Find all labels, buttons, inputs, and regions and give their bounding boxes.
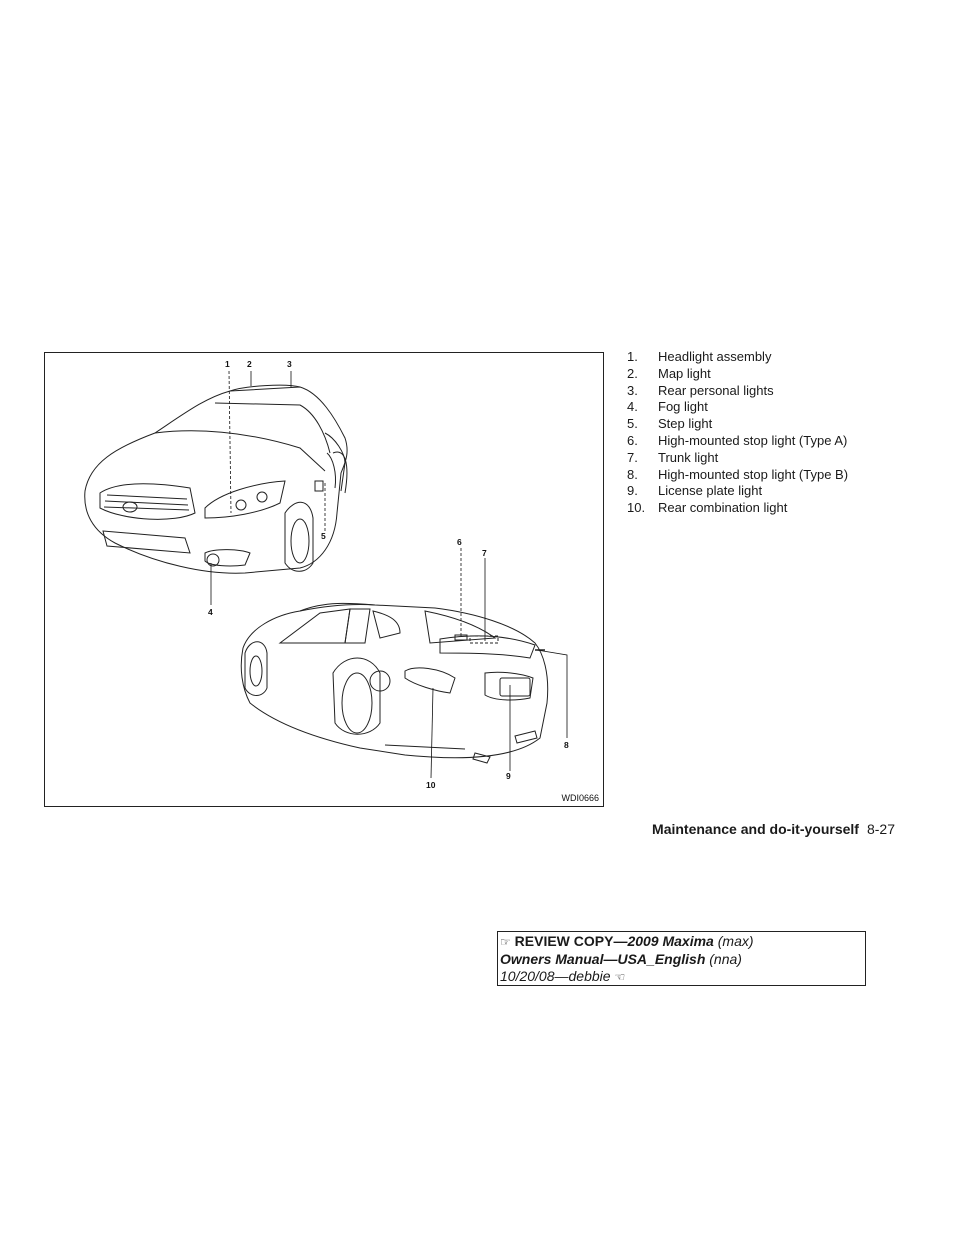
callout-8: 8 <box>564 740 569 750</box>
legend-number: 4. <box>627 399 638 415</box>
callout-5: 5 <box>321 531 326 541</box>
legend-number: 10. <box>627 500 646 516</box>
legend-number: 7. <box>627 449 638 465</box>
legend-label: Rear combination light <box>658 500 788 516</box>
page-number: 8-27 <box>866 821 895 837</box>
callout-4: 4 <box>208 607 213 617</box>
rear-car-drawing <box>240 602 549 764</box>
review-date-user: 10/20/08—debbie <box>500 968 611 984</box>
legend-label: Map light <box>658 365 711 381</box>
callout-10: 10 <box>426 780 436 790</box>
callout-2: 2 <box>247 359 252 369</box>
review-model: 2009 Maxima <box>627 933 714 949</box>
legend-label: Step light <box>658 416 713 432</box>
legend-number: 1. <box>627 349 638 364</box>
pointing-hand-right-icon: ☞ <box>500 935 511 949</box>
legend-number: 8. <box>627 466 638 482</box>
legend-item: 4. Fog light <box>627 399 927 416</box>
legend-item: 2. Map light <box>627 366 927 383</box>
legend-label: High-mounted stop light (Type A) <box>658 432 848 448</box>
page-footer: Maintenance and do-it-yourself 8-27 <box>560 821 895 837</box>
legend-number: 3. <box>627 382 638 398</box>
legend-item: 1. Headlight assembly <box>627 349 927 366</box>
lights-legend: 1. Headlight assembly 2. Map light 3. Rear … <box>627 349 927 517</box>
legend-item: 9. License plate light <box>627 483 927 500</box>
front-car-drawing <box>84 384 348 574</box>
figure-code: WDI0666 <box>561 793 599 803</box>
review-copy-stamp: ☞ REVIEW COPY—2009 Maxima (max) Owners M… <box>497 931 866 986</box>
callout-7: 7 <box>482 548 487 558</box>
legend-number: 9. <box>627 483 638 499</box>
review-line-1: ☞ REVIEW COPY—2009 Maxima (max) <box>500 933 863 951</box>
legend-item: 3. Rear personal lights <box>627 383 927 400</box>
callout-numbers: 1 2 3 4 5 6 7 8 9 10 <box>208 359 569 790</box>
review-line-2: Owners Manual—USA_English (nna) <box>500 951 863 968</box>
legend-item: 6. High-mounted stop light (Type A) <box>627 433 927 450</box>
review-model-code: (max) <box>717 933 754 949</box>
callout-9: 9 <box>506 771 511 781</box>
review-manual-code: (nna) <box>709 951 742 967</box>
legend-item: 8. High-mounted stop light (Type B) <box>627 467 927 484</box>
legend-label: Headlight assembly <box>658 349 772 364</box>
callout-leaders <box>210 370 568 779</box>
legend-number: 2. <box>627 365 638 381</box>
legend-label: License plate light <box>658 483 763 499</box>
callout-3: 3 <box>287 359 292 369</box>
legend-label: Rear personal lights <box>658 382 774 398</box>
legend-item: 10. Rear combination light <box>627 500 927 517</box>
pointing-hand-left-icon: ☜ <box>614 970 626 984</box>
callout-6: 6 <box>457 537 462 547</box>
legend-item: 5. Step light <box>627 416 927 433</box>
review-prefix: REVIEW COPY— <box>514 933 628 949</box>
legend-label: High-mounted stop light (Type B) <box>658 466 849 482</box>
callout-1: 1 <box>225 359 230 369</box>
vehicle-lights-figure: 1 2 3 4 5 6 7 8 9 10 WDI0666 <box>44 352 604 807</box>
review-line-3: 10/20/08—debbie ☜ <box>500 968 863 986</box>
review-manual: Owners Manual—USA_English <box>500 951 706 967</box>
legend-label: Trunk light <box>658 449 719 465</box>
legend-item: 7. Trunk light <box>627 450 927 467</box>
car-illustration: 1 2 3 4 5 6 7 8 9 10 <box>84 359 569 790</box>
legend-label: Fog light <box>658 399 708 415</box>
legend-number: 5. <box>627 416 638 432</box>
section-title: Maintenance and do-it-yourself <box>652 821 859 837</box>
legend-number: 6. <box>627 432 638 448</box>
